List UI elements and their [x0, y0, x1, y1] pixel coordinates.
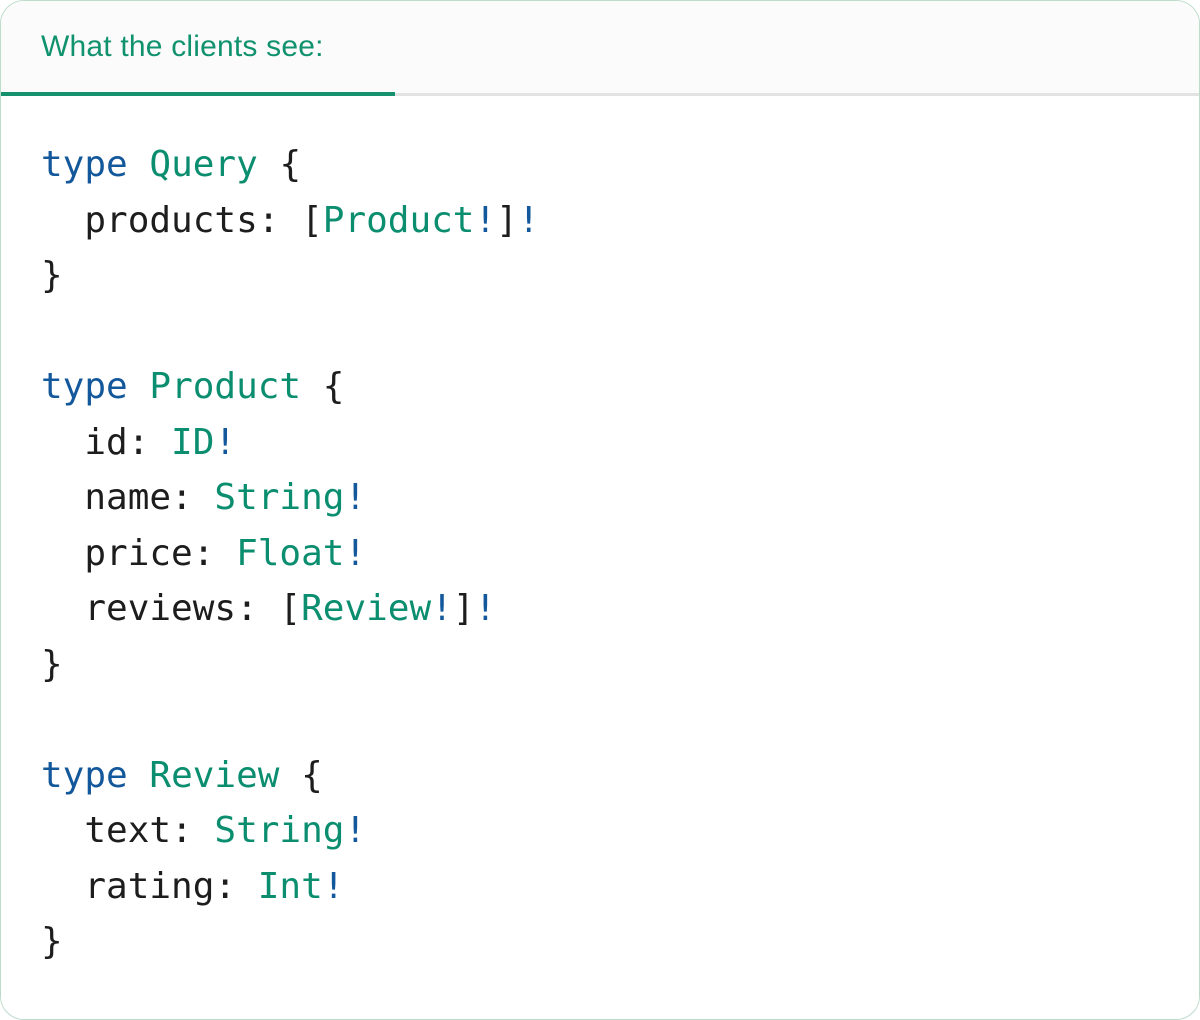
- code-line: [41, 304, 1159, 360]
- code-token: Query: [149, 144, 258, 185]
- code-token: products: [: [41, 199, 323, 241]
- code-token: [128, 755, 150, 796]
- code-token: type: [41, 366, 128, 407]
- code-token: !: [344, 532, 367, 574]
- code-token: ID: [171, 421, 215, 463]
- code-token: }: [41, 643, 63, 685]
- code-line: type Query {: [41, 137, 1159, 193]
- code-token: Float: [236, 532, 345, 574]
- tab-label: What the clients see:: [41, 30, 324, 63]
- code-token: Review: [301, 588, 432, 629]
- tab-what-clients-see[interactable]: What the clients see:: [1, 1, 395, 93]
- code-token: String: [214, 810, 345, 851]
- code-line: type Product {: [41, 359, 1159, 415]
- code-token: {: [279, 754, 323, 796]
- card-header: What the clients see:: [1, 1, 1199, 96]
- code-token: reviews: [: [41, 588, 302, 629]
- code-line: [41, 692, 1159, 748]
- code-token: }: [41, 921, 63, 962]
- code-token: !: [214, 421, 237, 463]
- code-line: rating: Int!: [41, 859, 1159, 915]
- active-tab-indicator: [1, 92, 395, 96]
- code-line: }: [41, 637, 1159, 693]
- code-token: !: [344, 810, 367, 851]
- code-token: ]: [496, 199, 518, 241]
- code-token: !: [474, 588, 497, 629]
- code-token: String: [214, 477, 345, 518]
- code-token: name:: [41, 477, 215, 518]
- code-token: Review: [149, 754, 280, 796]
- code-line: name: String!: [41, 470, 1159, 526]
- code-token: type: [41, 754, 128, 796]
- code-token: [128, 144, 150, 185]
- code-line: id: ID!: [41, 415, 1159, 471]
- code-token: ]: [452, 588, 475, 629]
- code-line: reviews: [Review!]!: [41, 581, 1159, 637]
- code-token: !: [431, 588, 453, 629]
- code-token: Product: [322, 199, 475, 241]
- graphql-code-block: type Query { products: [Product!]!} type…: [1, 96, 1199, 1010]
- code-line: products: [Product!]!: [41, 193, 1159, 249]
- code-token: {: [257, 144, 302, 185]
- code-token: price:: [41, 532, 237, 574]
- code-token: !: [344, 477, 367, 518]
- code-token: [128, 366, 150, 407]
- code-line: price: Float!: [41, 526, 1159, 582]
- code-token: Int: [257, 865, 323, 907]
- code-token: type: [41, 144, 128, 185]
- code-token: }: [41, 255, 63, 296]
- code-line: text: String!: [41, 803, 1159, 859]
- code-line: type Review {: [41, 748, 1159, 804]
- code-token: {: [301, 366, 345, 407]
- code-line: }: [41, 914, 1159, 970]
- code-line: }: [41, 248, 1159, 304]
- code-token: rating:: [41, 865, 258, 907]
- code-token: id:: [41, 421, 172, 463]
- code-token: !: [322, 865, 345, 907]
- code-token: !: [474, 199, 497, 241]
- code-token: !: [517, 199, 540, 241]
- code-token: Product: [149, 366, 302, 407]
- code-token: text:: [41, 810, 215, 851]
